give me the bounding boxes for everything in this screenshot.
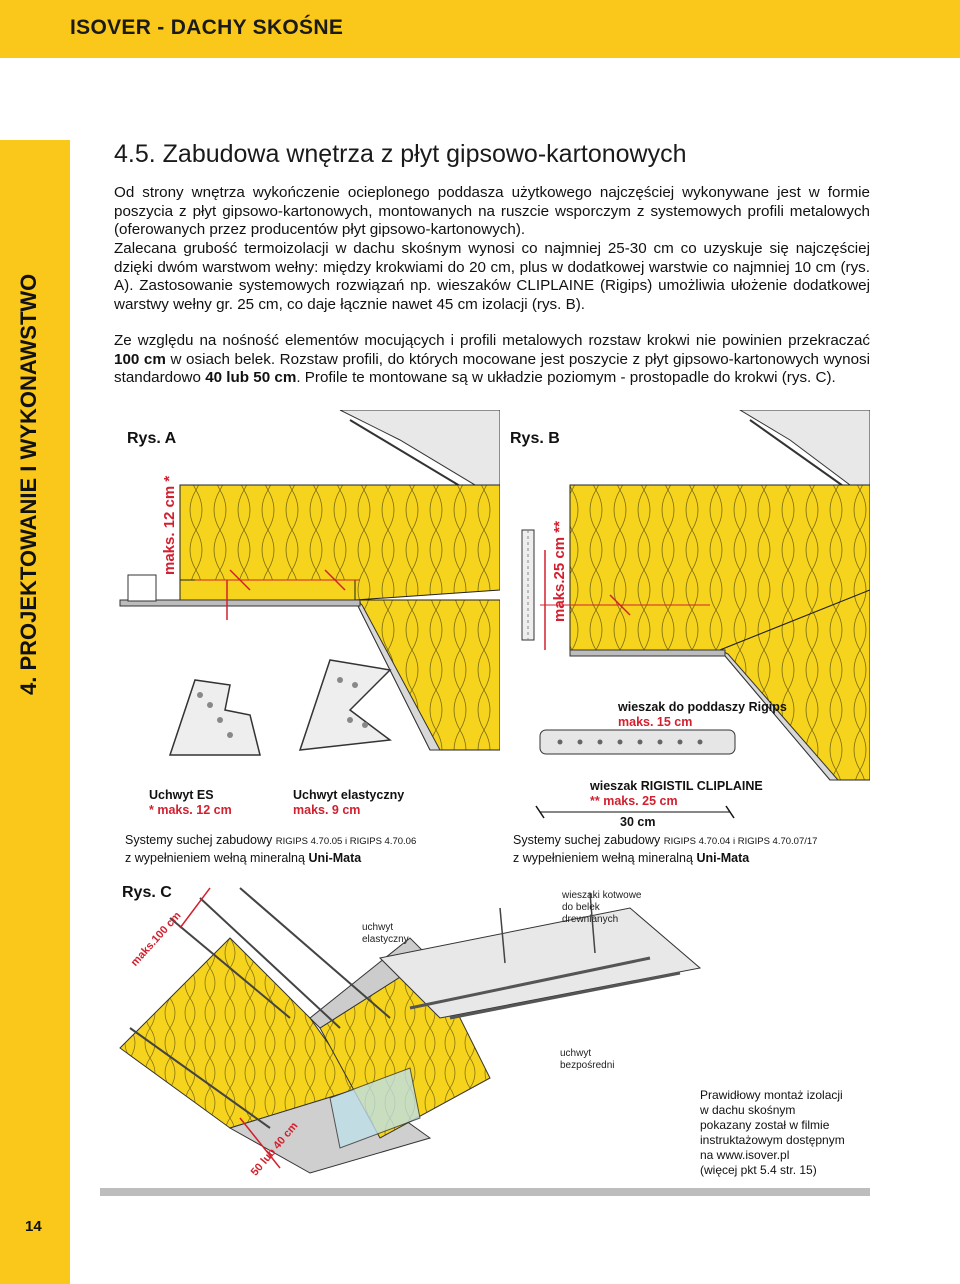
figure-b-dimension-text: maks.25 cm ** — [551, 521, 568, 622]
cap-b-code1: RIGIPS 4.70.04 — [663, 836, 731, 847]
cap-a-code1: RIGIPS 4.70.05 — [275, 836, 343, 847]
p3-bold-spacing: 100 cm — [114, 350, 166, 368]
bottom-divider — [100, 1188, 870, 1196]
label-clip-title: wieszak RIGISTIL CLIPLAINE — [590, 779, 763, 793]
figure-c-label-anchor: wieszaki kotwowe do belek drewnianych — [562, 890, 642, 925]
cap-a-code2: RIGIPS 4.70.06 — [349, 836, 417, 847]
video-note: Prawidłowy montaż izolacji w dachu skośn… — [700, 1088, 845, 1178]
label-elastic-title: Uchwyt elastyczny — [293, 788, 405, 802]
label-elastic-value: maks. 9 cm — [293, 803, 361, 817]
figure-c-drawing — [119, 887, 702, 1174]
cap-a-fill-text: z wypełnieniem wełną mineralną — [125, 851, 309, 865]
cap-a-product: Uni-Mata — [308, 851, 362, 865]
header-title: ISOVER - DACHY SKOŚNE — [70, 16, 344, 39]
figure-c-label-direct: uchwyt bezpośredni — [560, 1048, 615, 1071]
figure-c-label-elastic: uchwyt elastyczny — [362, 922, 409, 945]
figure-b-dimension: maks.25 cm ** — [551, 521, 568, 622]
header-accent — [0, 0, 960, 58]
p3-bold-profile: 40 lub 50 cm — [205, 369, 297, 387]
figure-a-dimension: maks. 12 cm * — [161, 475, 178, 575]
cap-b-product: Uni-Mata — [696, 851, 750, 865]
paragraph-spacing: Ze względu na nośność elementów mocujący… — [114, 332, 870, 388]
label-hanger-value: maks. 15 cm — [618, 715, 693, 729]
sidebar-chapter-label: 4. PROJEKTOWANIE I WYKONAWSTWO — [16, 273, 41, 695]
cap-b-fill-text: z wypełnieniem wełną mineralną — [513, 851, 697, 865]
figure-b-title: Rys. B — [510, 430, 560, 447]
p3-text-e: . Profile te montowane są w układzie poz… — [296, 369, 836, 387]
cap-b-text: Systemy suchej zabudowy — [513, 833, 664, 847]
figure-b-drawing — [521, 410, 870, 819]
sidebar-chapter-band: 4. PROJEKTOWANIE I WYKONAWSTWO — [0, 140, 70, 1284]
cap-b-and: i — [730, 836, 738, 847]
figure-c-title: Rys. C — [122, 884, 172, 901]
figure-a-dimension-text: maks. 12 cm * — [161, 475, 178, 575]
figure-b-label-clip: wieszak RIGISTIL CLIPLAINE ** maks. 25 c… — [590, 779, 763, 809]
note-line-6: (więcej pkt 5.4 str. 15) — [700, 1163, 817, 1177]
cap-a-text: Systemy suchej zabudowy — [125, 833, 276, 847]
p3-text-c: w osiach belek. Rozstaw profili, do któr… — [114, 350, 871, 387]
label-es-title: Uchwyt ES — [149, 788, 214, 802]
cap-b-code2: RIGIPS 4.70.07/17 — [737, 836, 818, 847]
label-hanger-title: wieszak do poddaszy Rigips — [618, 700, 787, 714]
paragraph-thickness: Zalecana grubość termoizolacji w dachu s… — [114, 240, 870, 313]
note-line-5: na www.isover.pl — [700, 1148, 790, 1162]
label-clip-value: ** maks. 25 cm — [590, 794, 678, 808]
figure-a-drawing — [119, 410, 500, 756]
note-line-1: Prawidłowy montaż izolacji — [700, 1088, 843, 1102]
figure-b-label-hanger: wieszak do poddaszy Rigips maks. 15 cm — [618, 700, 787, 730]
note-line-4: instruktażowym dostępnym — [700, 1133, 845, 1147]
figure-a-label-es: Uchwyt ES * maks. 12 cm — [149, 788, 232, 818]
paragraph-intro: Od strony wnętrza wykończenie ocieploneg… — [114, 184, 870, 239]
note-line-2: w dachu skośnym — [700, 1103, 796, 1117]
p3-text-a: Ze względu na nośność elementów mocujący… — [114, 332, 870, 349]
figure-b-spacing: 30 cm — [620, 815, 656, 829]
figure-b-caption: Systemy suchej zabudowy RIGIPS 4.70.04 i… — [513, 832, 817, 866]
figure-a-label-elastic: Uchwyt elastyczny maks. 9 cm — [293, 788, 404, 818]
page-number: 14 — [25, 1218, 42, 1235]
cap-a-and: i — [342, 836, 350, 847]
label-es-value: * maks. 12 cm — [149, 803, 232, 817]
figure-a-caption: Systemy suchej zabudowy RIGIPS 4.70.05 i… — [125, 832, 416, 866]
figure-a-title: Rys. A — [127, 430, 177, 447]
note-line-3: pokazany został w filmie — [700, 1118, 830, 1132]
header-bar: ISOVER - DACHY SKOŚNE — [0, 0, 960, 60]
section-heading: 4.5. Zabudowa wnętrza z płyt gipsowo-kar… — [114, 140, 687, 168]
